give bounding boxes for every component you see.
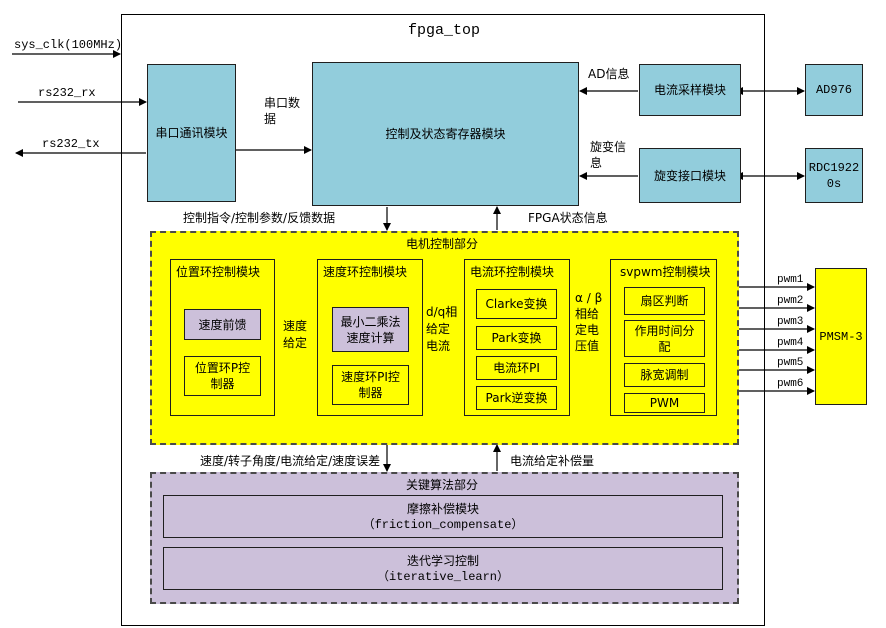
svpwm-title: svpwm控制模块 bbox=[620, 265, 711, 279]
pulse-width-block: 脉宽调制 bbox=[624, 363, 705, 387]
speed-feedforward-block: 速度前馈 bbox=[184, 309, 261, 340]
position-p-controller-block: 位置环P控 制器 bbox=[184, 356, 261, 396]
ad976-chip: AD976 bbox=[805, 64, 863, 116]
position-loop-title: 位置环控制模块 bbox=[176, 265, 261, 279]
sys-clk-label: sys_clk(100MHz) bbox=[14, 38, 123, 52]
control-status-register-module: 控制及状态寄存器模块 bbox=[312, 62, 579, 206]
control-command-label: 控制指令/控制参数/反馈数据 bbox=[183, 211, 336, 225]
current-compensation-label: 电流给定补偿量 bbox=[510, 454, 595, 468]
iterative-learn-module: 迭代学习控制 （iterative_learn） bbox=[163, 547, 723, 590]
fpga-status-label: FPGA状态信息 bbox=[528, 211, 608, 225]
fpga-top-title: fpga_top bbox=[408, 22, 481, 39]
least-squares-speed-block: 最小二乘法 速度计算 bbox=[332, 307, 409, 352]
speed-pi-controller-block: 速度环PI控 制器 bbox=[332, 365, 409, 405]
speed-loop-title: 速度环控制模块 bbox=[323, 265, 408, 279]
serial-data-label: 串口数 据 bbox=[264, 96, 301, 126]
resolver-info-label: 旋变信 息 bbox=[590, 140, 627, 170]
clarke-transform-block: Clarke变换 bbox=[476, 289, 557, 319]
speed-given-label: 速度 给定 bbox=[283, 319, 308, 350]
friction-compensate-module: 摩擦补偿模块 （friction_compensate） bbox=[163, 495, 723, 538]
rs232-tx-label: rs232_tx bbox=[42, 137, 100, 151]
pwm5-label: pwm5 bbox=[777, 357, 804, 369]
control-status-register-label: 控制及状态寄存器模块 bbox=[385, 127, 506, 141]
rdc19220s-chip: RDC1922 0s bbox=[805, 148, 863, 203]
pwm2-label: pwm2 bbox=[777, 295, 804, 307]
sector-judge-block: 扇区判断 bbox=[624, 287, 705, 315]
dq-current-label: d/q相 给定 电流 bbox=[426, 305, 458, 353]
to-algorithm-label: 速度/转子角度/电流给定/速度误差 bbox=[200, 454, 381, 468]
pwm1-label: pwm1 bbox=[777, 274, 804, 286]
pwm4-label: pwm4 bbox=[777, 337, 804, 349]
action-time-block: 作用时间分 配 bbox=[624, 320, 705, 357]
resolver-interface-module: 旋变接口模块 bbox=[639, 148, 741, 203]
motor-control-title: 电机控制部分 bbox=[406, 237, 479, 251]
uart-module-label: 串口通讯模块 bbox=[155, 126, 228, 140]
pwm6-label: pwm6 bbox=[777, 378, 804, 390]
key-algorithm-title: 关键算法部分 bbox=[406, 478, 479, 492]
rs232-rx-label: rs232_rx bbox=[38, 86, 96, 100]
current-pi-block: 电流环PI bbox=[476, 356, 557, 380]
inverse-park-block: Park逆变换 bbox=[476, 386, 557, 410]
uart-module: 串口通讯模块 bbox=[147, 64, 236, 202]
pwm-block: PWM bbox=[624, 393, 705, 413]
current-loop-title: 电流环控制模块 bbox=[470, 265, 555, 279]
ad-info-label: AD信息 bbox=[588, 67, 630, 81]
pwm3-label: pwm3 bbox=[777, 316, 804, 328]
pmsm-motor: PMSM-3 bbox=[815, 268, 867, 405]
current-sampling-module: 电流采样模块 bbox=[639, 64, 741, 116]
alpha-beta-label: α / β 相给 定电 压值 bbox=[575, 291, 603, 353]
park-transform-block: Park变换 bbox=[476, 326, 557, 350]
